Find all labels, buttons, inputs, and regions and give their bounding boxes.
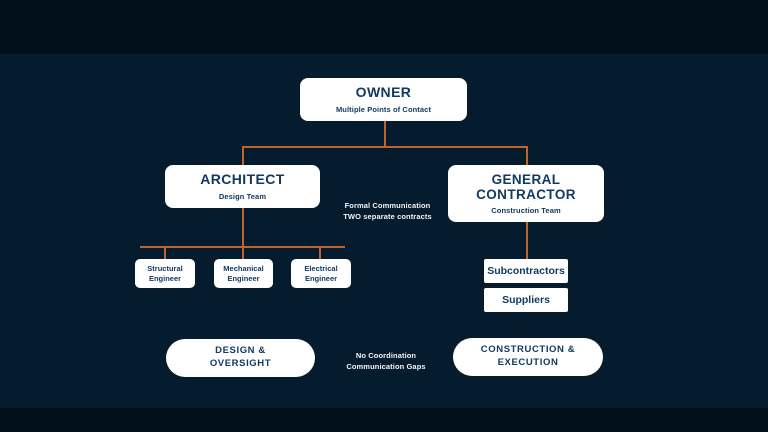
design-oversight-label: DESIGN & OVERSIGHT — [209, 345, 272, 369]
structural-engineer-label: Structural Engineer — [147, 263, 183, 283]
general-contractor-title: GENERAL CONTRACTOR — [476, 171, 576, 202]
mechanical-engineer-node: Mechanical Engineer — [214, 259, 273, 288]
general-contractor-node: GENERAL CONTRACTOR Construction Team — [448, 165, 604, 222]
general-contractor-subtitle: Construction Team — [491, 206, 561, 216]
no-coordination-line1: No Coordination — [355, 351, 417, 360]
connector-owner-drop — [384, 121, 386, 148]
suppliers-label: Suppliers — [502, 294, 550, 306]
connector-contractor-down — [526, 222, 528, 259]
top-letterbox-bar — [0, 0, 768, 54]
construction-execution-pill: CONSTRUCTION & EXECUTION — [453, 338, 603, 376]
connector-architect-drop — [242, 146, 244, 165]
no-coordination-annotation: No Coordination Communication Gaps — [330, 351, 442, 372]
formal-communication-line1: Formal Communication — [344, 201, 431, 210]
bottom-letterbox-bar — [0, 408, 768, 432]
electrical-engineer-node: Electrical Engineer — [291, 259, 351, 288]
mechanical-engineer-label: Mechanical Engineer — [223, 263, 264, 283]
connector-contractor-drop — [526, 146, 528, 165]
design-oversight-pill: DESIGN & OVERSIGHT — [166, 339, 315, 377]
formal-communication-line2: TWO separate contracts — [343, 211, 432, 221]
connector-structural-drop — [164, 246, 166, 259]
construction-execution-label: CONSTRUCTION & EXECUTION — [480, 344, 576, 368]
connector-owner-horizontal — [242, 146, 528, 148]
connector-architect-down — [242, 208, 244, 248]
architect-node: ARCHITECT Design Team — [165, 165, 320, 208]
architect-subtitle: Design Team — [218, 191, 267, 201]
no-coordination-line2: Communication Gaps — [346, 361, 426, 371]
electrical-engineer-label: Electrical Engineer — [304, 263, 338, 283]
owner-subtitle: Multiple Points of Contact — [335, 104, 432, 114]
suppliers-node: Suppliers — [484, 288, 568, 312]
formal-communication-annotation: Formal Communication TWO separate contra… — [330, 201, 445, 222]
connector-mechanical-drop — [242, 246, 244, 259]
connector-electrical-drop — [319, 246, 321, 259]
owner-node: OWNER Multiple Points of Contact — [300, 78, 467, 121]
owner-title: OWNER — [355, 84, 412, 101]
architect-title: ARCHITECT — [200, 171, 285, 188]
subcontractors-label: Subcontractors — [487, 265, 565, 277]
subcontractors-node: Subcontractors — [484, 259, 568, 283]
structural-engineer-node: Structural Engineer — [135, 259, 195, 288]
